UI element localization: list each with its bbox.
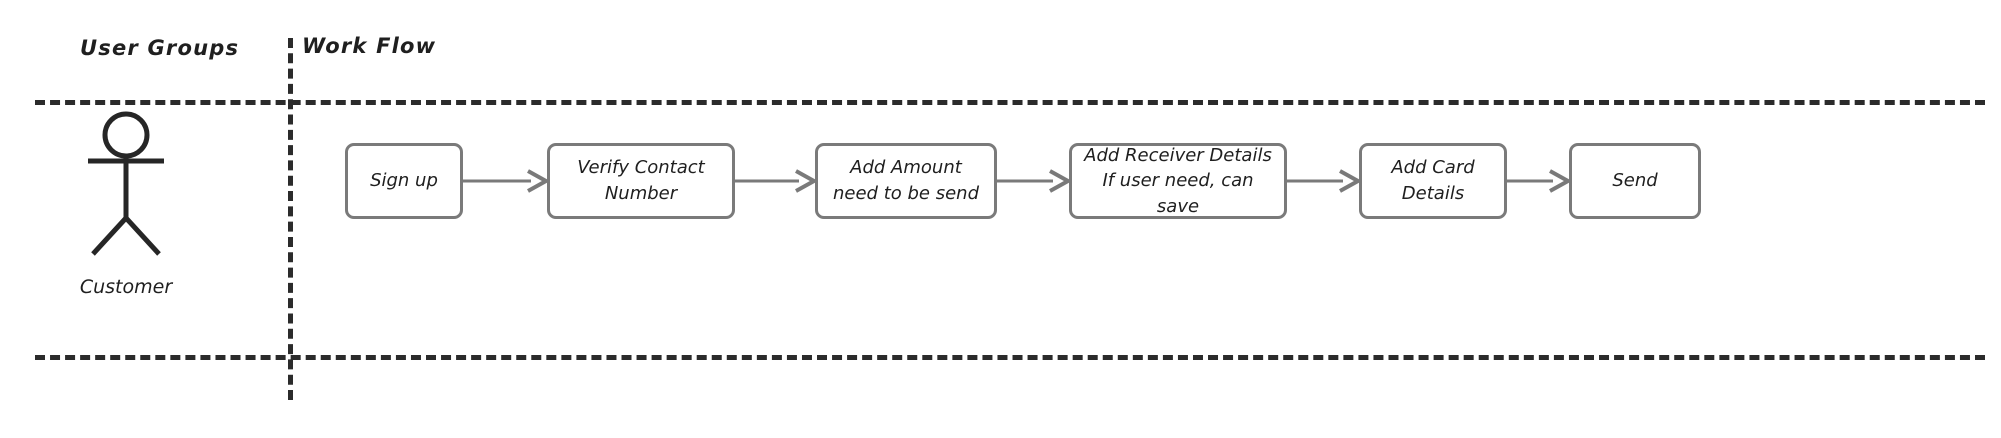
process-box-add-card-details[interactable]: Add Card Details	[1359, 143, 1507, 219]
arrow-right-icon-add-amount-to-add-receiver-details	[997, 169, 1069, 193]
arrow-right-icon-add-card-details-to-send	[1507, 169, 1569, 193]
column-header-work-flow: Work Flow	[302, 34, 437, 58]
process-label-add-card-details: Add Card Details	[1391, 157, 1475, 204]
process-label-sign-up: Sign up	[370, 170, 438, 192]
workflow-sequence: Sign up Verify Contact Number Add Amount n…	[345, 143, 1701, 219]
process-box-sign-up[interactable]: Sign up	[345, 143, 463, 219]
process-label-add-amount: Add Amount need to be send	[832, 157, 979, 204]
arrow-right-icon-sign-up-to-verify-contact-number	[463, 169, 547, 193]
lane-separator-bottom	[35, 355, 1985, 360]
actor-customer: Customer	[60, 108, 192, 308]
actor-label: Customer	[79, 276, 173, 298]
process-box-add-receiver-details[interactable]: Add Receiver Details If user need, can s…	[1069, 143, 1287, 219]
process-box-add-amount[interactable]: Add Amount need to be send	[815, 143, 997, 219]
process-box-verify-contact-number[interactable]: Verify Contact Number	[547, 143, 735, 219]
process-box-send[interactable]: Send	[1569, 143, 1701, 219]
lane-divider-vertical	[288, 38, 293, 400]
arrow-right-icon-add-receiver-details-to-add-card-details	[1287, 169, 1359, 193]
stick-figure-actor-icon	[88, 111, 164, 256]
process-label-send: Send	[1612, 170, 1658, 192]
process-label-verify-contact-number: Verify Contact Number	[577, 157, 705, 204]
lane-separator-top	[35, 100, 1985, 105]
process-label-add-receiver-details: Add Receiver Details If user need, can s…	[1084, 144, 1272, 217]
arrow-right-icon-verify-contact-number-to-add-amount	[735, 169, 815, 193]
column-header-user-groups: User Groups	[80, 36, 240, 60]
